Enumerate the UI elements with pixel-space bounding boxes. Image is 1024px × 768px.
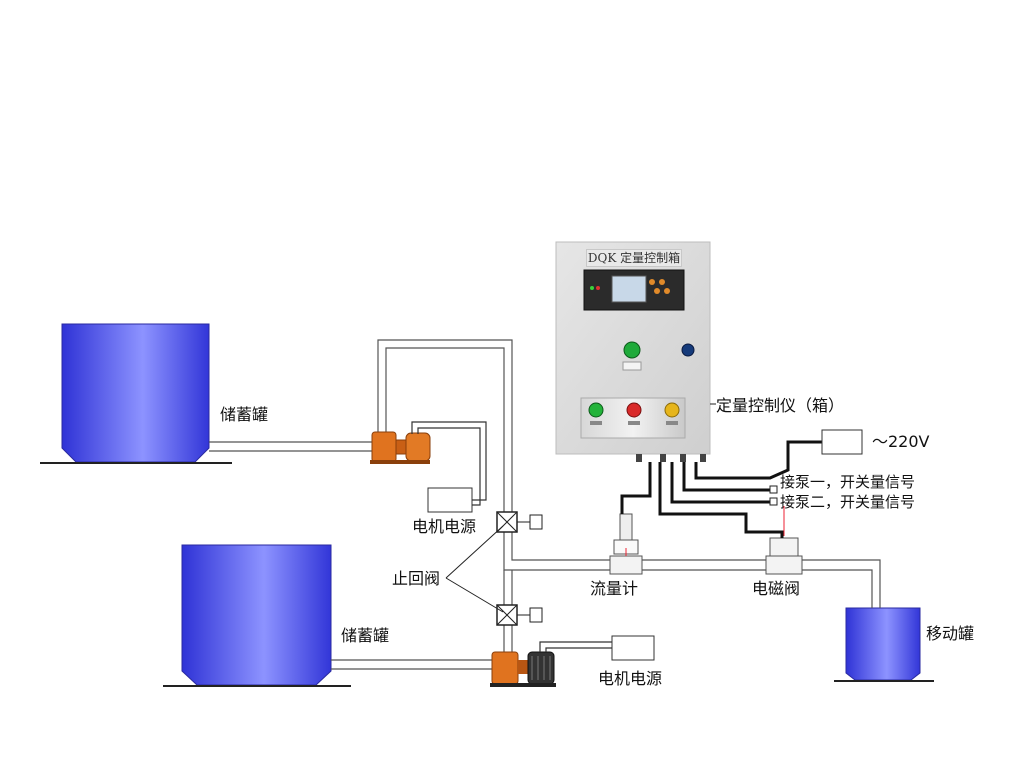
flow-meter-label: 流量计	[590, 579, 639, 598]
check-valve-lower	[496, 604, 543, 626]
power-supply-label: ～220V	[872, 432, 930, 451]
check-valve-upper	[496, 511, 543, 533]
motor-power-lower	[539, 635, 655, 661]
mobile-tank	[834, 607, 934, 682]
control-cables	[620, 440, 822, 538]
storage-tank-upper	[40, 323, 232, 464]
motor-power-upper-label: 电机电源	[412, 517, 477, 536]
solenoid-valve	[765, 537, 803, 575]
flow-meter	[609, 513, 643, 575]
solenoid-valve-label: 电磁阀	[752, 579, 801, 598]
pump-lower	[490, 651, 556, 687]
storage-tank-lower	[163, 544, 351, 687]
tank-lower-label: 储蓄罐	[341, 626, 390, 645]
motor-power-lower-label: 电机电源	[598, 669, 663, 688]
check-valve-label: 止回阀	[392, 569, 441, 588]
check-valve-leaders	[445, 525, 504, 613]
power-supply-box	[821, 429, 863, 455]
pump2-signal-label: 接泵二，开关量信号	[780, 493, 916, 511]
motor-power-upper	[411, 421, 487, 513]
control-box	[555, 241, 711, 462]
tank-mobile-label: 移动罐	[926, 624, 975, 643]
control-box-title: DQK 定量控制箱	[586, 249, 682, 267]
pipe-network	[209, 339, 881, 670]
tank-upper-label: 储蓄罐	[220, 405, 269, 424]
signal-terminals	[769, 485, 778, 506]
controller-label: 定量控制仪（箱）	[716, 396, 845, 415]
pump1-signal-label: 接泵一，开关量信号	[780, 473, 916, 491]
pump-upper	[370, 431, 431, 464]
